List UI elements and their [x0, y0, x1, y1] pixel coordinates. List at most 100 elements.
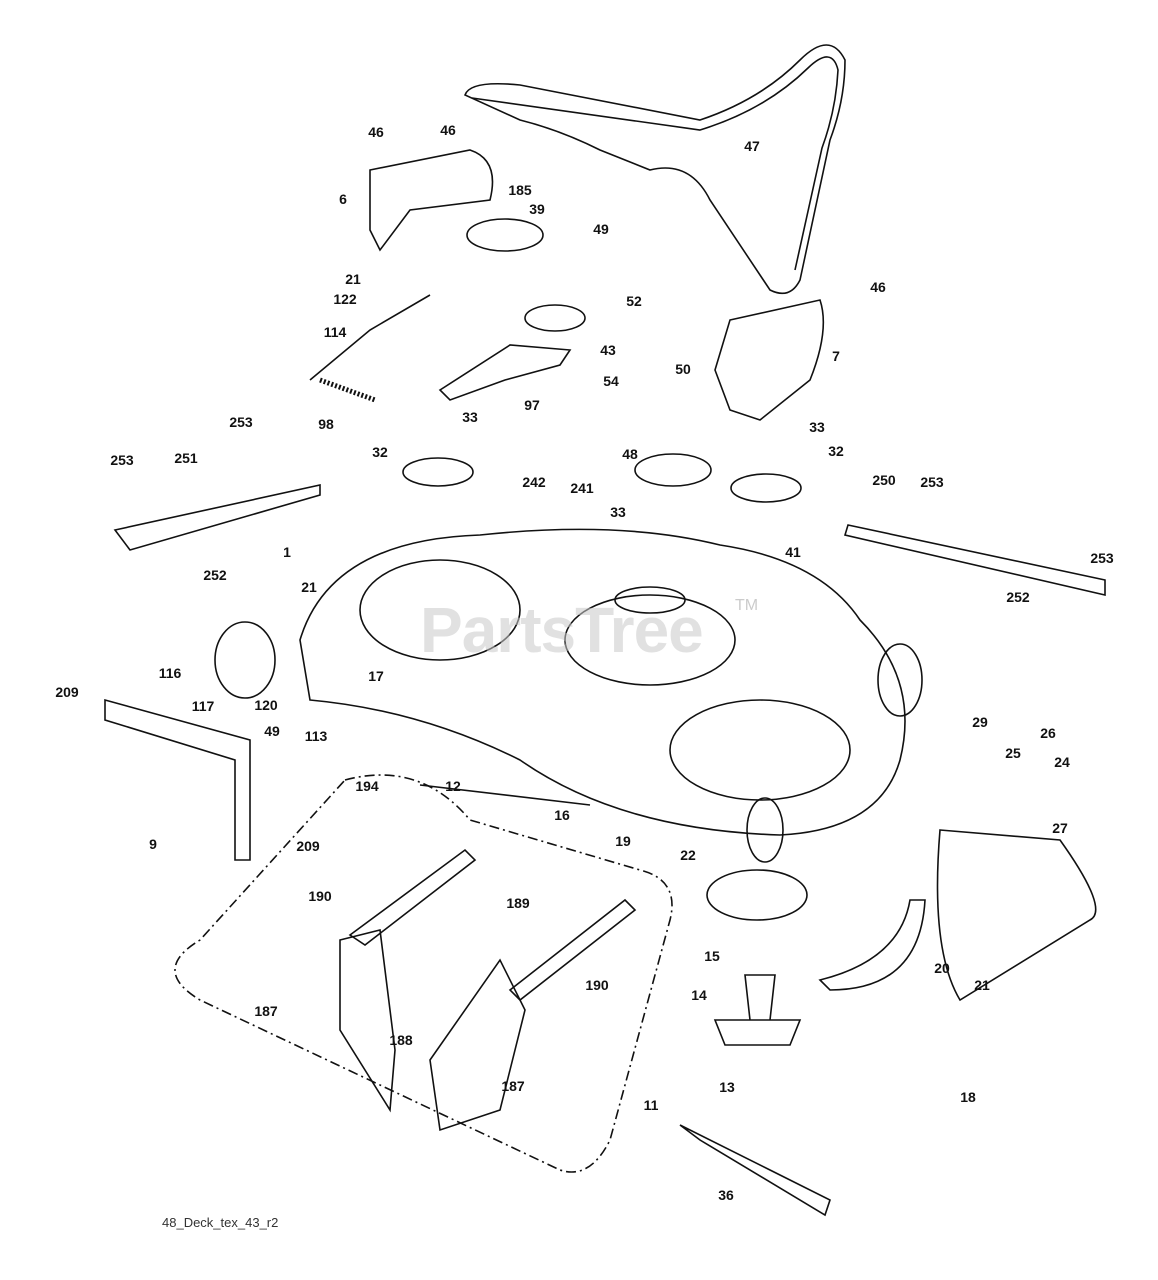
spring-98 [319, 377, 376, 403]
part-label: 114 [323, 324, 347, 340]
part-label: 18 [960, 1089, 976, 1105]
discharge-chute-27 [936, 829, 1097, 1002]
part-label: 15 [704, 948, 720, 964]
lift-arm-189-right [508, 898, 637, 1002]
part-label: 97 [524, 397, 540, 413]
part-label: 32 [372, 444, 388, 460]
lift-bracket-right [429, 958, 526, 1132]
stabilizer-250 [843, 524, 1106, 597]
part-label: 29 [972, 714, 988, 730]
part-label: 1 [283, 544, 291, 560]
belt-cover-6 [369, 149, 494, 252]
part-label: 209 [55, 684, 79, 700]
part-label: 27 [1052, 820, 1068, 836]
part-label: 33 [809, 419, 825, 435]
part-label: 209 [296, 838, 320, 854]
part-label: 46 [440, 122, 456, 138]
part-label: 47 [744, 138, 760, 154]
idler-arm-43 [438, 344, 572, 401]
blade-11 [679, 1124, 831, 1217]
deck-right-chamber [669, 699, 851, 801]
part-label: 41 [785, 544, 801, 560]
part-label: 16 [554, 807, 570, 823]
diagram-caption: 48_Deck_tex_43_r2 [162, 1215, 279, 1230]
part-label: 21 [345, 271, 361, 287]
part-label: 36 [718, 1187, 734, 1203]
part-label: 187 [254, 1003, 278, 1019]
lift-bracket-left [339, 929, 396, 1113]
part-label: 22 [680, 847, 696, 863]
part-label: 185 [508, 182, 532, 198]
part-label: 190 [585, 977, 609, 993]
gauge-wheel-right [877, 643, 923, 717]
spacer-22 [706, 869, 808, 921]
part-label: 21 [974, 977, 990, 993]
part-label: 25 [1005, 745, 1021, 761]
part-label: 189 [506, 895, 530, 911]
gauge-wheel-front [746, 797, 784, 863]
pulley-39 [466, 218, 544, 252]
part-label: 33 [610, 504, 626, 520]
pulley-32-left [402, 457, 474, 487]
part-label: 120 [254, 697, 278, 713]
lift-rod-12 [419, 784, 591, 806]
part-label: 6 [339, 191, 347, 207]
part-label: 241 [570, 480, 594, 496]
part-label: 11 [643, 1097, 659, 1113]
part-label: 122 [333, 291, 357, 307]
watermark-tm: TM [735, 597, 759, 614]
stabilizer-251 [113, 484, 321, 551]
part-label: 117 [191, 698, 215, 714]
part-label: 252 [1006, 589, 1030, 605]
part-label: 46 [870, 279, 886, 295]
part-label: 24 [1054, 754, 1070, 770]
part-label: 116 [158, 665, 182, 681]
part-label: 19 [615, 833, 631, 849]
part-label: 250 [872, 472, 896, 488]
part-label: 194 [355, 778, 379, 794]
part-label: 253 [920, 474, 944, 490]
lift-arm-189-left [348, 848, 477, 946]
part-label: 39 [529, 201, 545, 217]
pulley-center-deck [614, 586, 686, 614]
part-label: 242 [522, 474, 546, 490]
lever-114 [309, 294, 431, 381]
part-label: 49 [593, 221, 609, 237]
part-label: 7 [832, 348, 840, 364]
deflector-20 [818, 899, 926, 991]
part-label: 20 [934, 960, 950, 976]
part-label: 113 [304, 728, 328, 744]
part-label: 33 [462, 409, 478, 425]
drive-belt-inner [471, 56, 839, 271]
part-label: 14 [691, 987, 707, 1003]
part-label: 52 [626, 293, 642, 309]
part-label: 13 [719, 1079, 735, 1095]
part-label: 50 [675, 361, 691, 377]
part-label: 98 [318, 416, 334, 432]
part-label: 17 [368, 668, 384, 684]
part-label: 43 [600, 342, 616, 358]
drive-belt [464, 44, 846, 295]
part-label: 190 [308, 888, 332, 904]
pulley-32-right [730, 473, 802, 503]
part-label: 46 [368, 124, 384, 140]
part-label: 12 [445, 778, 461, 794]
belt-cover-7 [714, 299, 825, 421]
part-label: 253 [229, 414, 253, 430]
spindle-14 [713, 974, 802, 1046]
pulley-48 [634, 453, 712, 487]
pulley-52 [524, 304, 586, 332]
part-label: 32 [828, 443, 844, 459]
part-label: 253 [1090, 550, 1114, 566]
part-label: 26 [1040, 725, 1056, 741]
part-label: 252 [203, 567, 227, 583]
part-label: 188 [389, 1032, 413, 1048]
deck-left-chamber [359, 559, 521, 661]
deck-center-chamber [564, 594, 736, 686]
part-label: 253 [110, 452, 134, 468]
mower-deck [299, 528, 906, 836]
part-label: 251 [174, 450, 198, 466]
part-label: 9 [149, 836, 157, 852]
